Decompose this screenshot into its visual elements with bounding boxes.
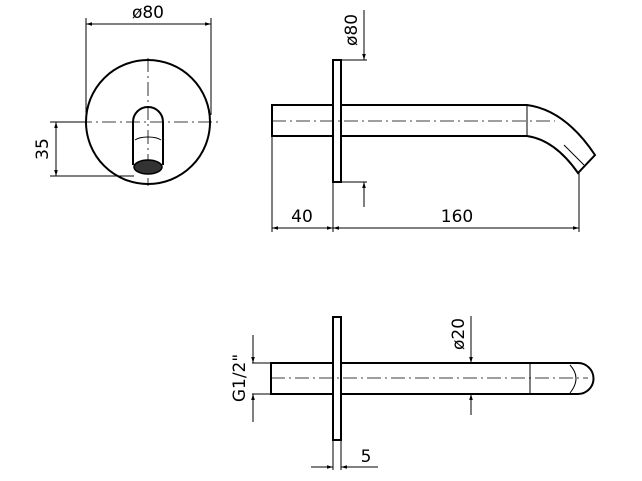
thread-section	[271, 104, 334, 137]
spout-length-label: 160	[441, 207, 473, 227]
thread-length-label: 40	[291, 207, 313, 227]
spout-outline	[132, 106, 164, 165]
thread-section-top	[270, 362, 334, 395]
outlet-height-label: 35	[33, 138, 53, 160]
plate-thickness-label: 5	[361, 447, 372, 467]
top-view: G1/2" ø20 5	[230, 316, 595, 470]
aerator	[133, 159, 163, 175]
pipe-diameter-label: ø20	[449, 318, 469, 350]
spout-body	[341, 104, 597, 175]
side-view: ø80 40 160	[271, 10, 597, 232]
front-plate-diameter-label: ø80	[132, 3, 164, 23]
thread-size-label: G1/2"	[230, 354, 250, 402]
spout-top	[341, 362, 595, 395]
side-plate-diameter-label: ø80	[342, 14, 362, 46]
front-view: ø80 35	[33, 3, 218, 186]
wall-plate-top	[332, 316, 342, 441]
